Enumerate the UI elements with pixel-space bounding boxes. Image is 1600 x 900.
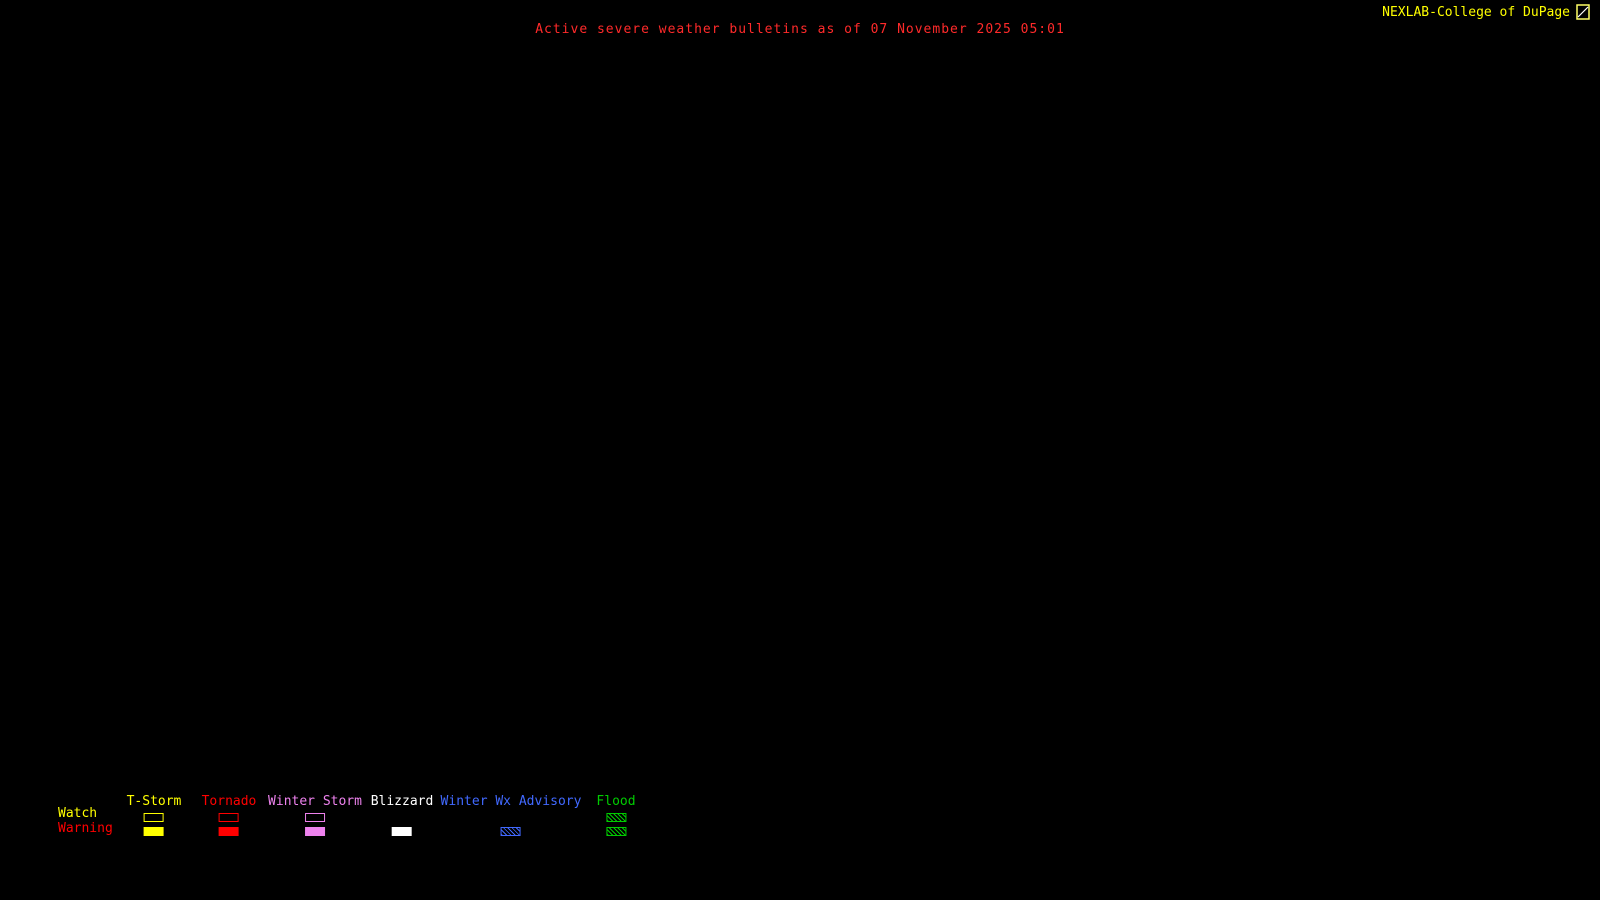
cod-logo-icon (1576, 4, 1590, 20)
nexlab-brand-text: NEXLAB-College of DuPage (1382, 5, 1570, 20)
page-title: Active severe weather bulletins as of 07… (535, 22, 1065, 37)
